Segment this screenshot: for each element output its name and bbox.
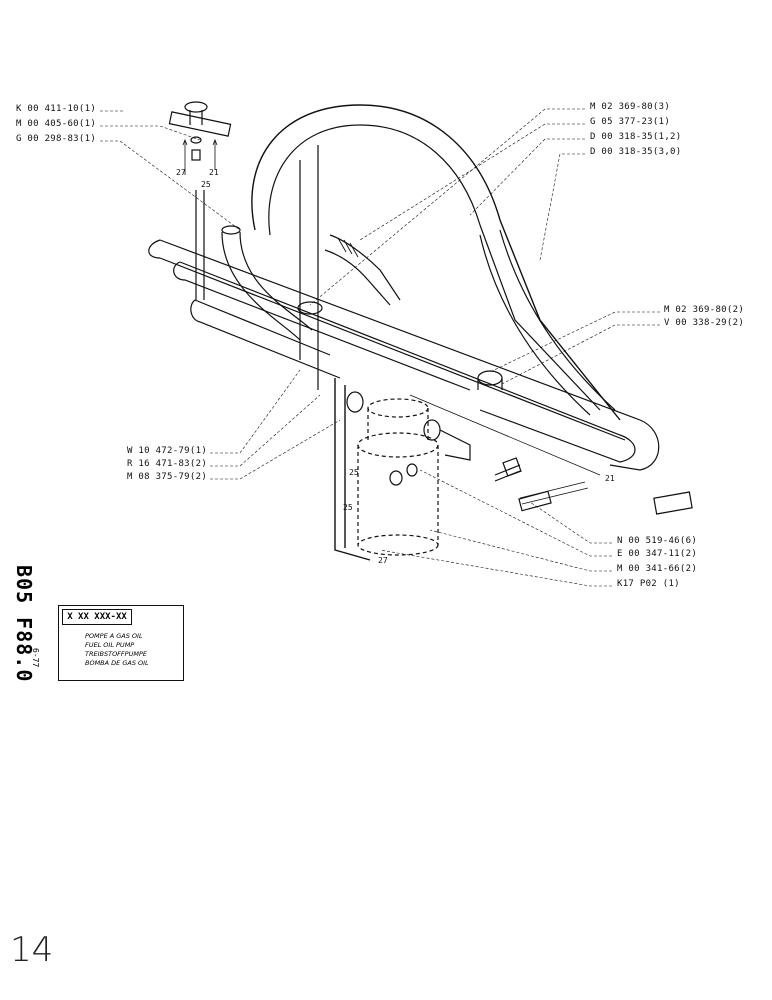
callout-21-top: 21 [209, 168, 219, 177]
frame-tube-3 [173, 261, 471, 391]
filler-hose [221, 231, 313, 341]
callout-27-bottom: 27 [378, 556, 388, 565]
date-stamp: 6-77 [31, 648, 40, 668]
leader-lines-right [309, 108, 660, 587]
title-fr: POMPE A GAS OIL [85, 632, 143, 640]
page-number: 14 [10, 930, 54, 970]
part-label-k00411: K 00 411-10(1) [16, 104, 97, 114]
part-label-e00347: E 00 347-11(2) [617, 549, 698, 559]
document-code: B05 F88.0 [8, 565, 38, 695]
bolt [519, 481, 589, 505]
part-label-d00318-30: D 00 318-35(3,0) [590, 147, 682, 157]
part-label-g00298: G 00 298-83(1) [16, 134, 97, 144]
frame-loop-right [479, 229, 616, 416]
part-label-m08375: M 08 375-79(2) [127, 472, 208, 482]
part-label-m02369-2: M 02 369-80(2) [664, 305, 745, 315]
callout-25-a: 25 [349, 468, 359, 477]
part-label-r16471: R 16 471-83(2) [127, 459, 208, 469]
frame-tube-top [159, 239, 660, 471]
part-label-m00341: M 00 341-66(2) [617, 564, 698, 574]
title-en: FUEL OIL PUMP [85, 641, 135, 649]
part-label-g05377: G 05 377-23(1) [590, 117, 671, 127]
frame-loop-side [299, 145, 319, 390]
part-label-k17p02: K17 P02 (1) [617, 579, 680, 589]
part-label-w10472: W 10 472-79(1) [127, 446, 208, 456]
frame-tube-bottom [159, 257, 626, 441]
clamp-left [297, 301, 323, 315]
knob [184, 101, 208, 113]
frame-lower-left [190, 299, 341, 379]
title-block-code: X XX XXX-XX [62, 609, 132, 625]
callout-25-b: 25 [343, 503, 353, 512]
rod [195, 190, 205, 300]
part-label-m02369-3: M 02 369-80(3) [590, 102, 671, 112]
part-label-d00318-12: D 00 318-35(1,2) [590, 132, 682, 142]
plate [168, 111, 232, 137]
frame-loop-inner [268, 124, 601, 411]
part-label-m00405: M 00 405-60(1) [16, 119, 97, 129]
clamp-right [477, 370, 503, 386]
pump-body [357, 398, 439, 556]
bracket [334, 378, 371, 561]
title-block: X XX XXX-XX POMPE A GAS OIL FUEL OIL PUM… [58, 605, 184, 681]
part-label-v00338: V 00 338-29(2) [664, 318, 745, 328]
callout-25-top: 25 [201, 180, 211, 189]
fitting-left [346, 391, 364, 413]
part-label-n00519: N 00 519-46(6) [617, 536, 698, 546]
key-block [653, 491, 693, 515]
callout-21-right: 21 [605, 474, 615, 483]
leader-lines-left [100, 110, 341, 480]
title-es: BOMBA DE GAS OIL [85, 659, 149, 667]
title-de: TREIBSTOFFPUMPE [85, 650, 147, 658]
frame-tube-left-end [148, 239, 161, 259]
callout-27-top: 27 [176, 168, 186, 177]
frame-loop-outer [251, 104, 621, 421]
hose-elbow [324, 234, 401, 306]
fitting-right [423, 419, 441, 441]
frame-tube-2 [179, 261, 636, 463]
